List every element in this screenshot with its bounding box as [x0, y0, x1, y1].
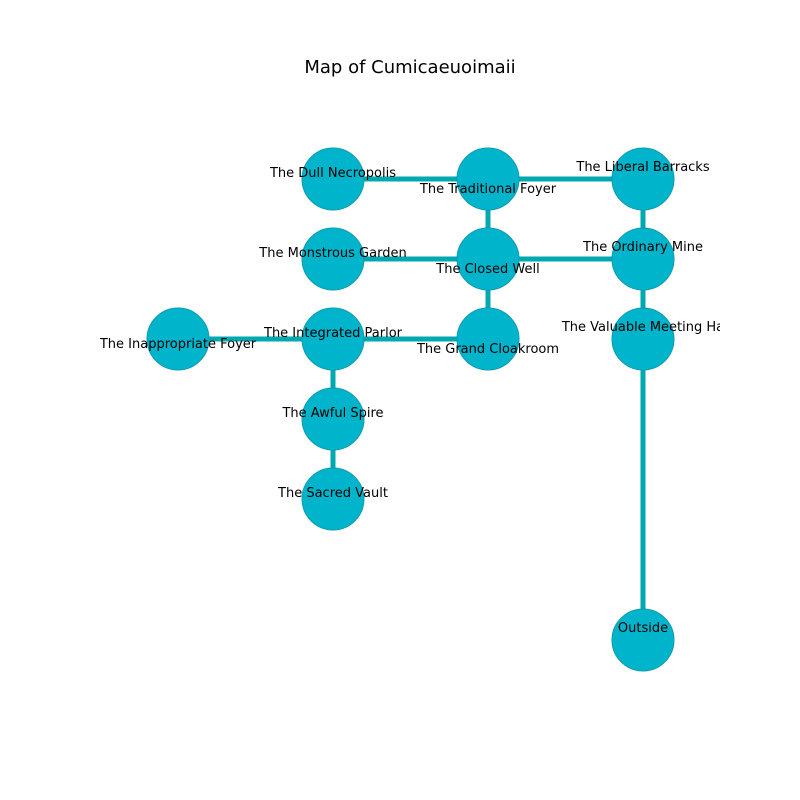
room-node-inappropriate-foyer — [146, 307, 210, 371]
room-label-sacred-vault: The Sacred Vault — [277, 486, 388, 501]
room-node-integrated-parlor — [301, 307, 365, 371]
room-label-integrated-parlor: The Integrated Parlor — [263, 326, 403, 341]
connections-layer — [178, 176, 646, 640]
room-node-traditional-foyer — [456, 147, 520, 211]
room-label-closed-well: The Closed Well — [435, 262, 539, 277]
room-node-ordinary-mine — [611, 227, 675, 291]
room-label-liberal-barracks: The Liberal Barracks — [575, 160, 709, 175]
room-label-inappropriate-foyer: The Inappropriate Foyer — [99, 337, 257, 352]
rooms-layer — [146, 147, 675, 672]
room-node-sacred-vault — [301, 467, 365, 531]
room-node-valuable-meeting-hall — [611, 307, 675, 371]
room-label-grand-cloakroom: The Grand Cloakroom — [416, 342, 559, 357]
room-node-liberal-barracks — [611, 147, 675, 211]
map-title: Map of Cumicaeuoimaii — [304, 57, 515, 78]
room-node-dull-necropolis — [301, 147, 365, 211]
room-node-closed-well — [456, 227, 520, 291]
room-node-outside — [611, 608, 675, 672]
room-label-valuable-meeting-hall: The Valuable Meeting Ha — [561, 320, 724, 335]
room-label-awful-spire: The Awful Spire — [281, 406, 383, 421]
room-node-awful-spire — [301, 387, 365, 451]
room-node-monstrous-garden — [301, 227, 365, 291]
room-label-monstrous-garden: The Monstrous Garden — [258, 246, 406, 261]
room-label-outside: Outside — [618, 621, 668, 636]
room-node-grand-cloakroom — [456, 307, 520, 371]
room-label-traditional-foyer: The Traditional Foyer — [419, 182, 557, 197]
room-label-ordinary-mine: The Ordinary Mine — [582, 240, 703, 255]
room-label-dull-necropolis: The Dull Necropolis — [269, 166, 396, 181]
